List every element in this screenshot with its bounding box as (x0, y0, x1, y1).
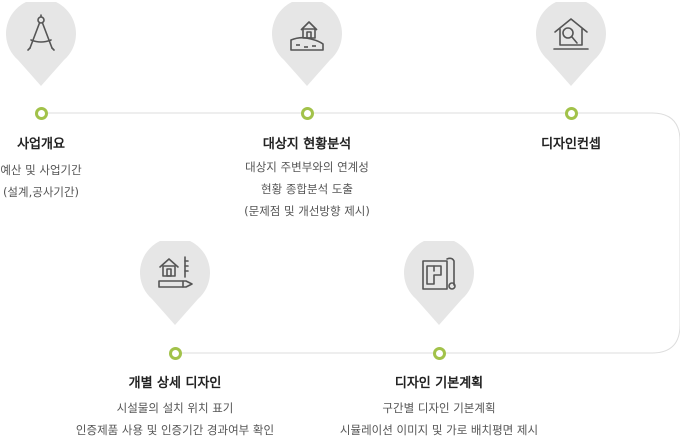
step-5-description: 구간별 디자인 기본계획 시뮬레이션 이미지 및 가로 배치평면 제시 (340, 397, 538, 441)
step-2-desc-line: 현황 종합분석 도출 (261, 182, 353, 196)
step-5-title: 디자인 기본계획 (394, 376, 484, 391)
step-2-description: 대상지 주변부와의 연계성 현황 종합분석 도출 (문제점 및 개선방향 제시) (244, 156, 370, 222)
step-2-desc-line: (문제점 및 개선방향 제시) (244, 204, 370, 218)
step-4-title: 개별 상세 디자인 (128, 376, 222, 391)
step-3-dot (565, 107, 578, 120)
step-1-title: 사업개요 (17, 137, 65, 152)
house-on-hill-icon (290, 21, 324, 51)
compass-icon (27, 14, 55, 51)
step-2-desc-line: 대상지 주변부와의 연계성 (245, 160, 369, 174)
step-4-desc-line: 시설물의 설치 위치 표기 (116, 401, 234, 415)
step-3-title: 디자인컨셉 (541, 137, 601, 152)
step-4-description: 시설물의 설치 위치 표기 인증제품 사용 및 인증기간 경과여부 확인 (76, 397, 274, 441)
step-2-dot (301, 107, 314, 120)
step-5-desc-line: 시뮬레이션 이미지 및 가로 배치평면 제시 (339, 423, 539, 437)
step-2-pin (272, 2, 342, 88)
step-5-desc-line: 구간별 디자인 기본계획 (382, 401, 496, 415)
step-5-pin (404, 241, 474, 327)
step-4-dot (169, 347, 182, 360)
step-1-desc-line: (설계,공사기간) (2, 185, 80, 199)
step-2-title: 대상지 현황분석 (262, 137, 352, 152)
house-magnifier-icon (553, 18, 589, 50)
step-1-desc-line: 예산 및 사업기간 (0, 163, 82, 177)
step-1-pin (6, 2, 76, 88)
step-1-dot (35, 107, 48, 120)
step-5-dot (433, 347, 446, 360)
step-4-pin (140, 241, 210, 327)
floor-plan-icon (422, 257, 456, 290)
step-4-desc-line: 인증제품 사용 및 인증기간 경과여부 확인 (75, 423, 275, 437)
step-1-description: 예산 및 사업기간 (설계,공사기간) (0, 159, 81, 203)
step-3-pin (536, 2, 606, 88)
house-blueprint-icon (158, 256, 193, 288)
